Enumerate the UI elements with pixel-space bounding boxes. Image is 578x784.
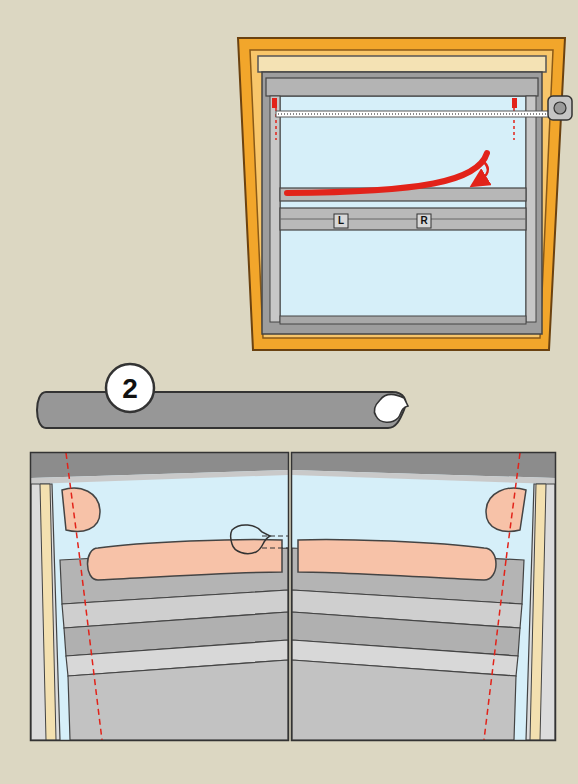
side-marking: R [420, 216, 427, 226]
side-marking: L [338, 216, 344, 226]
left-detail-view [31, 453, 288, 740]
callout-number: 2 [122, 375, 138, 403]
roof-window [238, 38, 572, 350]
bottom-bar-part [37, 364, 408, 428]
right-detail-view [292, 453, 555, 740]
